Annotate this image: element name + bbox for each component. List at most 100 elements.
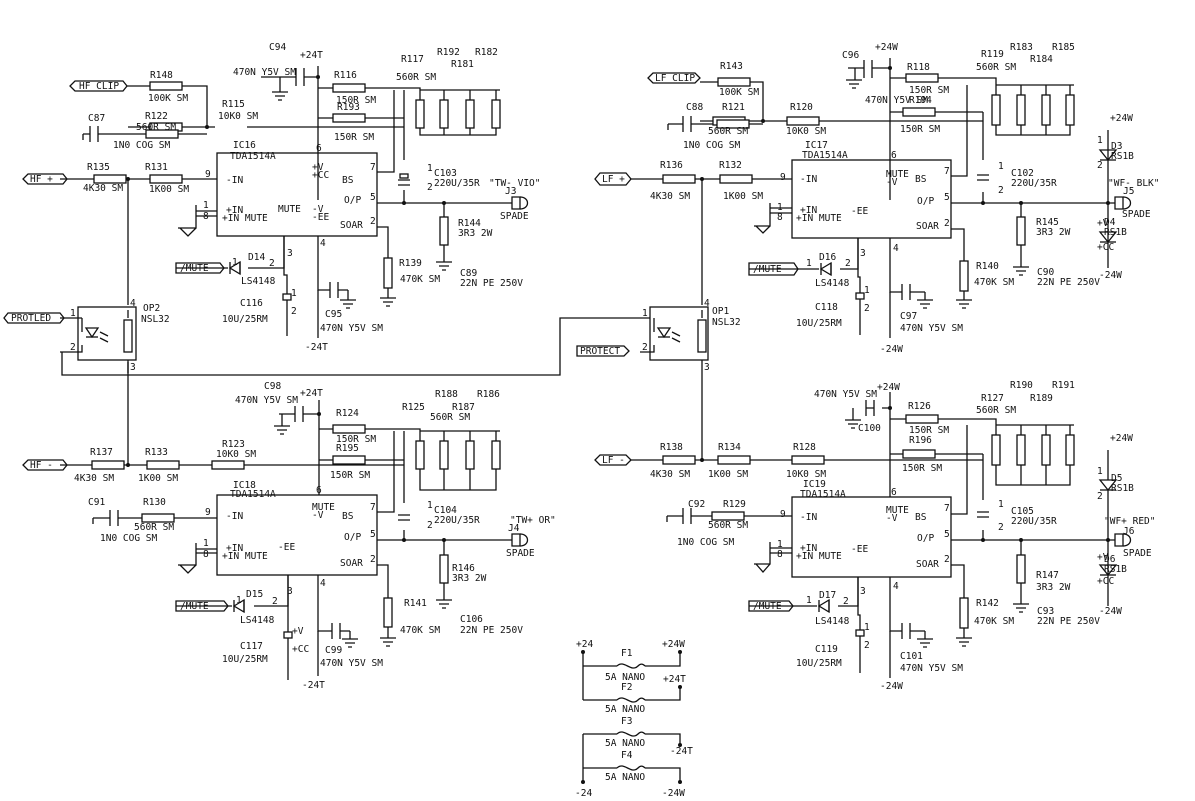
block-tl-label: 100K SM	[148, 93, 188, 104]
block-br-label: TDA1514A	[800, 489, 846, 500]
op1-label: NSL32	[712, 317, 741, 328]
block-tl-label: 560R SM	[136, 122, 176, 133]
block-bl-label: +IN MUTE	[222, 551, 268, 562]
block-tl-label: 1K00 SM	[149, 184, 189, 195]
port-protect: PROTECT	[580, 346, 620, 357]
fuse-label: F1	[621, 648, 633, 659]
block-tr-label: 10U/25RM	[796, 318, 842, 329]
block-bl-label: 4K30 SM	[74, 473, 114, 484]
block-br-label: SPADE	[1123, 548, 1152, 559]
block-tr-label: C97	[900, 311, 917, 322]
block-tl-label: MUTE	[278, 204, 301, 215]
block-br-label: +CC	[1097, 576, 1114, 587]
block-br-label: IC19	[803, 479, 826, 490]
block-tr-label: 4	[893, 243, 899, 254]
block-tl-label: 470N Y5V SM	[233, 67, 296, 78]
block-bl-label: R195	[336, 443, 359, 454]
block-bl-label: BS	[342, 511, 354, 522]
block-tl-label: 10U/25RM	[222, 314, 268, 325]
block-tl-label: 470K SM	[400, 274, 440, 285]
block-br-label: 22N PE 250V	[1037, 616, 1100, 627]
fuse-label: 5A NANO	[605, 772, 645, 783]
block-br-label: 1	[806, 595, 812, 606]
block-tl-label: C94	[269, 42, 286, 53]
block-tr-label: 5	[944, 192, 950, 203]
block-tl-label: 1N0 COG SM	[113, 140, 170, 151]
amp-block-ic19: 470N Y5V SM +24W R127 R190 R191 C100 R12…	[594, 365, 1155, 692]
block-tl-label: C103	[434, 168, 457, 179]
block-tr-label: 3R3 2W	[1036, 227, 1071, 238]
block-bl-label: C99	[325, 645, 342, 656]
block-br-label: C92	[688, 499, 705, 510]
block-tr-label: +V	[1097, 218, 1109, 229]
block-br-label: R196	[909, 435, 932, 446]
block-tr-label: R132	[719, 160, 742, 171]
block-tl-label: R117	[401, 54, 424, 65]
fuse-label: F3	[621, 716, 632, 727]
block-bl-label: 560R SM	[134, 522, 174, 533]
block-br-label: +24W	[1110, 433, 1133, 444]
block-br-label: J6	[1123, 526, 1135, 537]
block-br-label: C119	[815, 644, 838, 655]
block-tl-label: 150R SM	[336, 95, 376, 106]
block-tl-label: +IN	[226, 205, 243, 216]
block-br-label: 2	[843, 596, 849, 607]
block-bl-label: 1K00 SM	[138, 473, 178, 484]
block-bl-label: C91	[88, 497, 105, 508]
block-bl-label: SOAR	[340, 558, 363, 569]
block-tl-label: "TW- VIO"	[489, 178, 540, 189]
block-bl-label: 2	[427, 520, 433, 531]
block-bl-label: C117	[240, 641, 263, 652]
block-br-label: 10K0 SM	[786, 469, 826, 480]
block-tl-label: 2	[427, 182, 433, 193]
block-br-label: R142	[976, 598, 999, 609]
block-tr-label: 2	[944, 218, 950, 229]
block-tr-label: 4K30 SM	[650, 191, 690, 202]
block-bl-label: R188	[435, 389, 458, 400]
block-tl-label: SOAR	[340, 220, 363, 231]
block-bl-label: 1	[427, 500, 433, 511]
block-tr-label: TDA1514A	[802, 150, 848, 161]
block-bl-label: -V	[312, 510, 324, 521]
block-br-label: -V	[886, 513, 898, 524]
block-br-label: 2	[998, 522, 1004, 533]
block-br-label: "WF+ RED"	[1104, 516, 1155, 527]
block-tr-label: 2	[1097, 160, 1103, 171]
fuse-label: -24	[575, 788, 592, 799]
fuse-block: +24 +24W F1 5A NANO F2 +24T 5A NANO F3 5…	[575, 639, 693, 799]
block-tl-label: SPADE	[500, 211, 529, 222]
block-tr-label: -24W	[880, 344, 903, 355]
block-bl-label: R123	[222, 439, 245, 450]
block-tr-label: R121	[722, 102, 745, 113]
block-bl-label: 3	[287, 586, 293, 597]
block-tl-label: 8	[203, 211, 209, 222]
block-tl-label: R135	[87, 162, 110, 173]
block-br-label: 6	[891, 487, 897, 498]
block-br-label: R129	[723, 499, 746, 510]
block-bl-label: 10U/25RM	[222, 654, 268, 665]
block-tl-label: 9	[205, 169, 211, 180]
block-tl-label: 470N Y5V SM	[320, 323, 383, 334]
block-tl-label: C89	[460, 268, 477, 279]
fuse-label: +24	[576, 639, 593, 650]
block-tl-label: 5	[370, 192, 376, 203]
block-bl-label: LS4148	[240, 615, 275, 626]
block-tl-label: D14	[248, 252, 265, 263]
block-tl-label: -24T	[305, 342, 328, 353]
block-bl-label: 8	[203, 549, 209, 560]
block-br-label: R126	[908, 401, 931, 412]
port-lf-minus: LF -	[602, 455, 625, 466]
block-tl-label: R193	[337, 102, 360, 113]
block-tl-label: R116	[334, 70, 357, 81]
block-br-label: MUTE	[886, 505, 909, 516]
block-tr-label: R118	[907, 62, 930, 73]
block-bl-label: C106	[460, 614, 483, 625]
block-br-label: -IN	[800, 512, 817, 523]
block-tl-label: 10K0 SM	[218, 111, 258, 122]
block-bl-label: 470N Y5V SM	[235, 395, 298, 406]
fuse-label: F2	[621, 682, 632, 693]
block-bl-label: 9	[205, 507, 211, 518]
block-tl-label: TDA1514A	[230, 151, 276, 162]
block-tr-label: +24W	[875, 42, 898, 53]
block-br-label: O/P	[917, 533, 934, 544]
